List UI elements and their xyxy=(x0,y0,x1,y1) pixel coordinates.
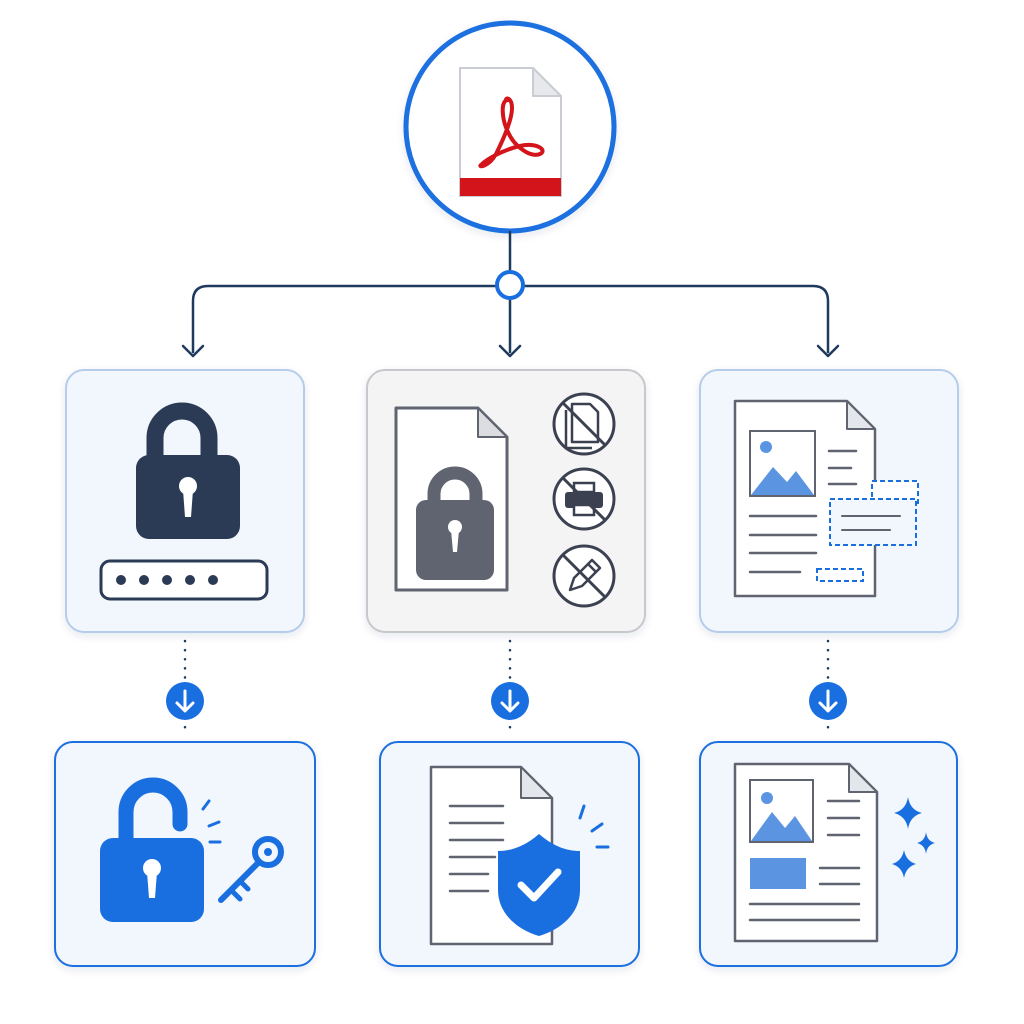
password-protected-card xyxy=(65,369,305,633)
key-icon xyxy=(218,836,284,903)
no-print-icon xyxy=(552,467,616,531)
restricted-permissions-card xyxy=(366,369,646,633)
password-dot xyxy=(116,575,126,585)
no-copy-icon xyxy=(552,392,616,456)
secured-document-result-card xyxy=(379,741,640,967)
branch-junction-node xyxy=(495,270,525,300)
unlocked-padlock-icon xyxy=(100,777,222,922)
password-dot xyxy=(139,575,149,585)
branch-connectors xyxy=(181,230,840,358)
source-pdf-node xyxy=(403,20,617,234)
down-arrow-badge-icon xyxy=(809,682,847,720)
result-connectors xyxy=(183,639,830,732)
misaligned-layout-card xyxy=(699,369,959,633)
down-arrow-badge-icon xyxy=(166,682,204,720)
locked-document-icon xyxy=(394,406,509,592)
locked-padlock-icon xyxy=(136,402,240,539)
sparkles-icon xyxy=(892,797,935,878)
shield-check-icon xyxy=(498,804,610,936)
password-dot xyxy=(208,575,218,585)
pdf-document-icon xyxy=(459,67,562,197)
clean-document-icon xyxy=(733,762,879,943)
unlocked-result-card xyxy=(54,741,316,967)
clean-layout-result-card xyxy=(699,741,958,967)
password-dot xyxy=(185,575,195,585)
password-dot xyxy=(162,575,172,585)
document-with-misaligned-blocks-icon xyxy=(733,399,919,598)
password-field xyxy=(99,559,269,601)
no-edit-icon xyxy=(552,544,616,608)
down-arrow-badge-icon xyxy=(491,682,529,720)
